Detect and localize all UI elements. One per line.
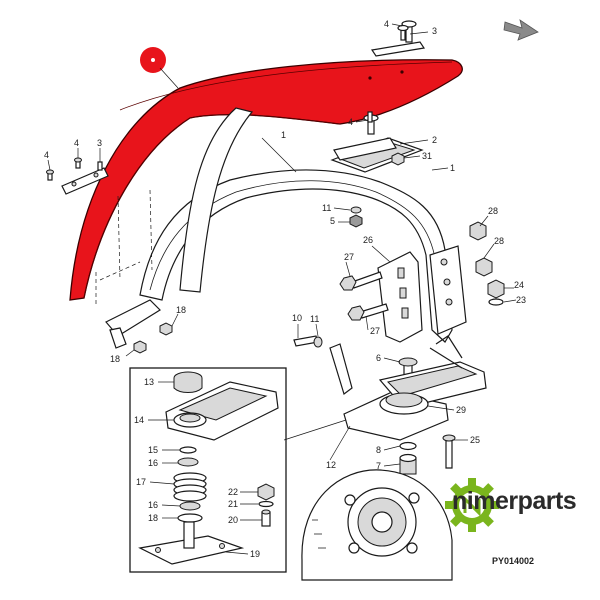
svg-text:10: 10 — [292, 313, 302, 323]
svg-text:3: 3 — [97, 138, 102, 148]
svg-text:23: 23 — [516, 295, 526, 305]
mounting-strap-left — [61, 167, 109, 195]
svg-text:31: 31 — [422, 151, 432, 161]
svg-text:22: 22 — [228, 487, 238, 497]
svg-text:7: 7 — [376, 461, 381, 471]
nimerparts-logo-gear-icon — [445, 478, 499, 532]
svg-text:18: 18 — [148, 513, 158, 523]
svg-text:29: 29 — [456, 405, 466, 415]
svg-text:13: 13 — [144, 377, 154, 387]
svg-text:2: 2 — [432, 135, 437, 145]
svg-text:18: 18 — [110, 354, 120, 364]
svg-text:18: 18 — [176, 305, 186, 315]
svg-text:28: 28 — [488, 206, 498, 216]
svg-text:5: 5 — [330, 216, 335, 226]
svg-text:21: 21 — [228, 499, 238, 509]
svg-text:20: 20 — [228, 515, 238, 525]
svg-text:28: 28 — [494, 236, 504, 246]
link-arm — [329, 343, 353, 395]
fender-highlighted[interactable] — [69, 59, 463, 301]
axle-hub — [301, 469, 453, 581]
svg-text:4: 4 — [384, 19, 389, 29]
svg-text:4: 4 — [44, 150, 49, 160]
svg-text:27: 27 — [344, 252, 354, 262]
drawing-reference-code: PY014002 — [492, 556, 535, 566]
svg-text:11: 11 — [322, 203, 331, 213]
svg-text:24: 24 — [514, 280, 524, 290]
svg-text:3: 3 — [432, 26, 437, 36]
svg-text:8: 8 — [376, 445, 381, 455]
fender-support-frame — [105, 107, 467, 349]
svg-text:17: 17 — [136, 477, 146, 487]
svg-text:4: 4 — [74, 138, 79, 148]
svg-text:16: 16 — [148, 500, 158, 510]
mounting-strap-top — [370, 20, 426, 57]
svg-text:1: 1 — [281, 130, 286, 140]
detail-inset — [129, 367, 287, 573]
svg-text:26: 26 — [363, 235, 373, 245]
svg-text:16: 16 — [148, 458, 158, 468]
svg-text:6: 6 — [376, 353, 381, 363]
svg-text:25: 25 — [470, 435, 480, 445]
svg-text:15: 15 — [148, 445, 158, 455]
svg-text:4: 4 — [348, 117, 353, 127]
selected-part-marker-icon[interactable] — [140, 47, 179, 89]
bracket-assembly-right — [343, 335, 487, 441]
brand-wordmark: nimerparts — [452, 487, 577, 515]
svg-text:27: 27 — [370, 326, 380, 336]
direction-arrow-icon — [503, 19, 539, 41]
svg-text:14: 14 — [134, 415, 144, 425]
svg-text:12: 12 — [326, 460, 336, 470]
svg-text:1: 1 — [450, 163, 455, 173]
svg-text:11: 11 — [310, 314, 319, 324]
callout-labels: 4 3 4 2 31 1 1 4 4 3 11 5 26 27 27 28 — [44, 19, 526, 559]
svg-text:19: 19 — [250, 549, 260, 559]
